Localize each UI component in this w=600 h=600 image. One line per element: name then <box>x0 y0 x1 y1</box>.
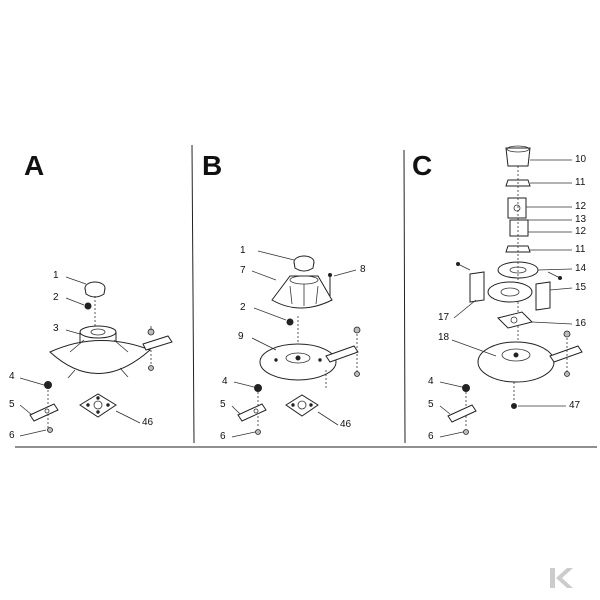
callout-c-47: 47 <box>569 400 581 411</box>
panel-a-letter: A <box>24 150 45 181</box>
callout-c-11b: 11 <box>575 244 586 255</box>
callout-b-46: 46 <box>340 419 352 430</box>
callout-c-18: 18 <box>438 332 450 343</box>
callout-b-8: 8 <box>360 264 366 275</box>
callout-c-12b: 12 <box>575 226 587 237</box>
divider-b-c <box>403 149 406 444</box>
callout-b-4: 4 <box>222 376 228 387</box>
callout-c-10: 10 <box>575 154 587 165</box>
callout-c-16: 16 <box>575 318 587 329</box>
callout-a-4: 4 <box>9 371 15 382</box>
panel-c-drawing <box>439 145 583 438</box>
callout-b-9: 9 <box>238 331 244 342</box>
callout-c-13: 13 <box>575 214 587 225</box>
panel-b-drawing <box>231 250 361 438</box>
callout-a-2: 2 <box>53 292 59 303</box>
callout-c-6: 6 <box>428 431 434 442</box>
panel-b-letter: B <box>202 150 223 181</box>
callout-b-1: 1 <box>240 245 246 256</box>
callout-b-7: 7 <box>240 265 246 276</box>
callout-c-14: 14 <box>575 263 587 274</box>
callout-b-2: 2 <box>240 302 246 313</box>
callout-c-11: 11 <box>575 177 586 188</box>
callout-a-6: 6 <box>9 430 15 441</box>
callout-b-6: 6 <box>220 431 226 442</box>
callout-a-5: 5 <box>9 399 15 410</box>
callout-c-5: 5 <box>428 399 434 410</box>
callout-c-15: 15 <box>575 282 587 293</box>
callout-a-46: 46 <box>142 417 154 428</box>
panel-a-drawing <box>19 276 173 437</box>
callout-a-3: 3 <box>53 323 59 334</box>
divider-a-b <box>191 144 195 444</box>
brand-logo-icon <box>550 568 573 588</box>
callout-a-1: 1 <box>53 270 59 281</box>
callout-c-12: 12 <box>575 201 587 212</box>
callout-c-4: 4 <box>428 376 434 387</box>
callout-b-5: 5 <box>220 399 226 410</box>
panel-c-letter: C <box>412 150 433 181</box>
callout-c-17: 17 <box>438 312 450 323</box>
